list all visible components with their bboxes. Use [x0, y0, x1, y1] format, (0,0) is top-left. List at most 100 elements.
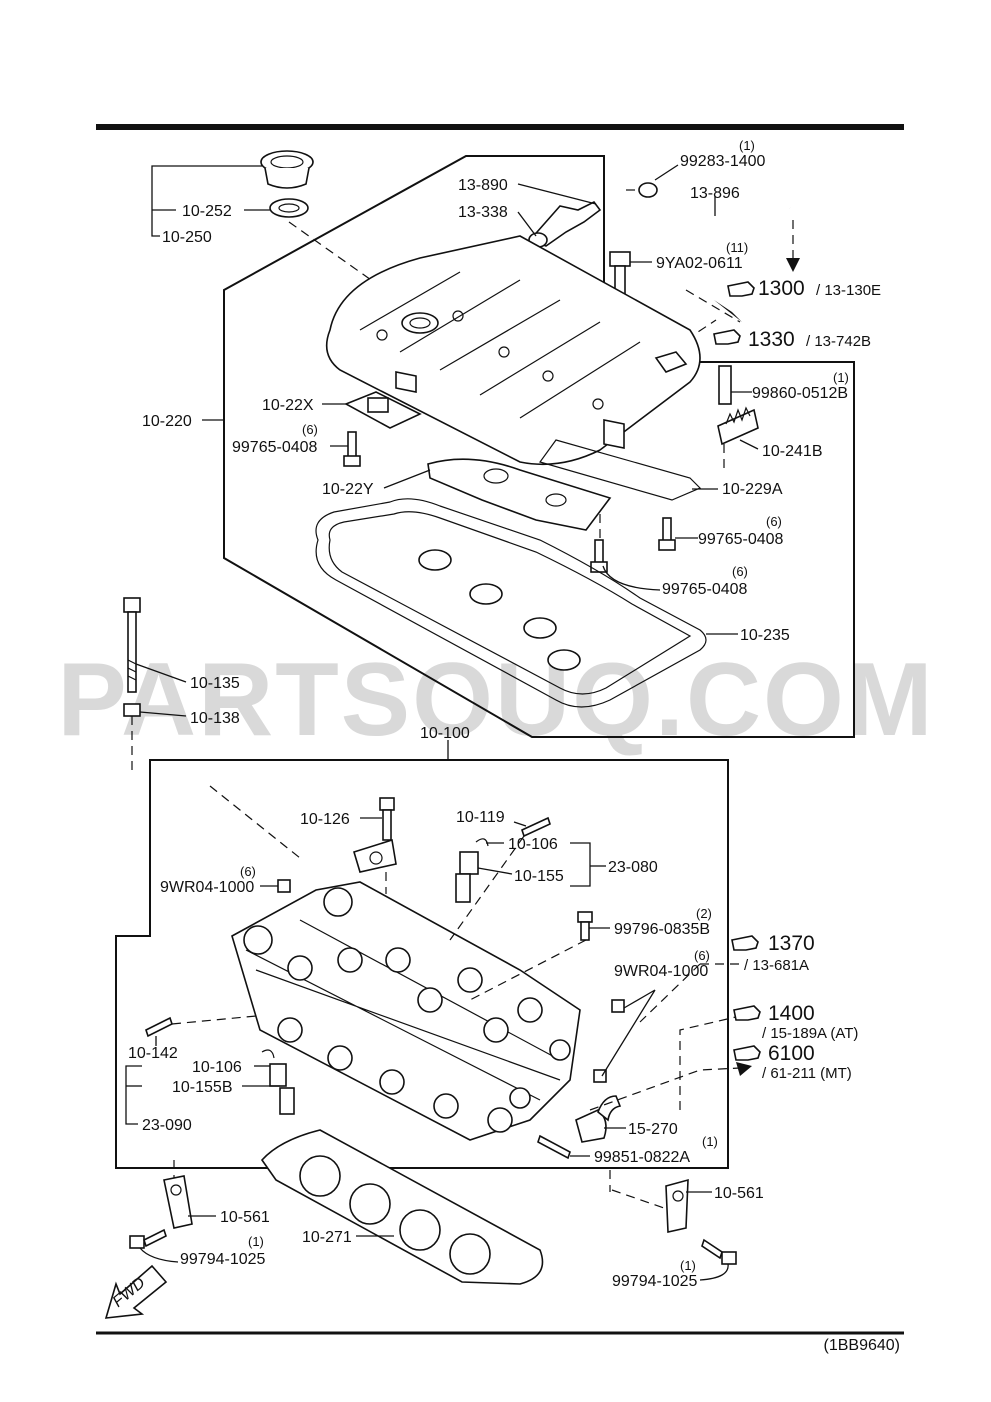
- camshaft-cap: [353, 838, 397, 873]
- hand-pointer-icon: [727, 281, 755, 297]
- hanger-bolt-b: [701, 1238, 737, 1265]
- cover-screw-c: [590, 539, 608, 573]
- svg-text:(1): (1): [833, 370, 849, 385]
- watermark: PARTSOUQ.COM: [57, 642, 934, 758]
- svg-text:(6): (6): [240, 864, 256, 879]
- reference-6100[interactable]: 6100 / 61-211 (MT): [733, 1042, 852, 1082]
- breather-hose: [638, 182, 791, 232]
- head-bolt-washer: [123, 703, 141, 717]
- label-99851-0822A: (1) 99851-0822A: [594, 1134, 718, 1166]
- svg-text:99765-0408: 99765-0408: [698, 531, 784, 548]
- cover-group-outline: [223, 155, 855, 738]
- bolt-99796: [577, 911, 593, 941]
- label-10-155: 10-155: [514, 868, 564, 885]
- reference-1400[interactable]: 1400 / 15-189A (AT): [733, 1002, 858, 1042]
- label-10-235: 10-235: [740, 627, 790, 644]
- label-10-561-a: 10-561: [220, 1209, 270, 1226]
- label-99283-1400: (1) 99283-1400: [680, 138, 766, 170]
- label-10-119: 10-119: [456, 809, 505, 826]
- label-10-250: 10-250: [162, 229, 212, 246]
- label-10-241B: 10-241B: [762, 443, 823, 460]
- label-99794-1025-b: (1) 99794-1025: [612, 1258, 698, 1290]
- stud-99851: [537, 1134, 571, 1160]
- svg-text:(6): (6): [302, 422, 318, 437]
- svg-text:/ 13-742B: / 13-742B: [806, 333, 871, 350]
- label-13-338: 13-338: [458, 204, 508, 221]
- valve-lifter-b: [261, 1049, 295, 1115]
- label-10-138: 10-138: [190, 710, 240, 727]
- svg-text:1370: 1370: [768, 932, 815, 955]
- svg-text:/ 15-189A (AT): / 15-189A (AT): [762, 1025, 858, 1042]
- reference-1370[interactable]: 1370 / 13-681A: [731, 932, 815, 974]
- label-10-271: 10-271: [302, 1229, 352, 1246]
- svg-text:/ 13-130E: / 13-130E: [816, 282, 881, 299]
- svg-text:9YA02-0611: 9YA02-0611: [656, 255, 743, 272]
- label-10-22X: 10-22X: [262, 397, 314, 414]
- svg-text:6100: 6100: [768, 1042, 815, 1065]
- camshaft-cap-bolt: [379, 797, 395, 841]
- water-outlet-fitting: [575, 1095, 622, 1143]
- engine-hanger-a: [163, 1175, 193, 1229]
- cylinder-head-bolt: [123, 597, 141, 693]
- svg-text:99765-0408: 99765-0408: [232, 439, 318, 456]
- cylinder-head-cover: [325, 235, 701, 466]
- label-10-220: 10-220: [142, 413, 192, 430]
- pcv-valve: [528, 200, 602, 248]
- label-13-896: 13-896: [690, 185, 740, 202]
- label-15-270: 15-270: [628, 1121, 678, 1138]
- baffle-plate-y: [427, 458, 612, 531]
- svg-text:1330: 1330: [748, 328, 795, 351]
- diagram-code: (1BB9640): [824, 1337, 901, 1354]
- label-23-080: 23-080: [608, 859, 658, 876]
- plug-9wr04-a: [277, 879, 291, 893]
- cover-screw-a: [343, 431, 361, 467]
- label-99794-1025-a: (1) 99794-1025: [180, 1234, 266, 1268]
- svg-text:(6): (6): [766, 514, 782, 529]
- reference-1300[interactable]: 1300 / 13-130E: [727, 277, 881, 300]
- svg-text:1400: 1400: [768, 1002, 815, 1025]
- spark-plug-hole-gasket: [539, 439, 702, 501]
- svg-text:(2): (2): [696, 906, 712, 921]
- cylinder-head-gasket: [260, 1129, 544, 1285]
- svg-text:(6): (6): [732, 564, 748, 579]
- label-10-142: 10-142: [128, 1045, 178, 1062]
- svg-text:99794-1025: 99794-1025: [180, 1251, 266, 1268]
- svg-text:(1): (1): [248, 1234, 264, 1249]
- label-99860-0512B: (1) 99860-0512B: [752, 370, 849, 402]
- label-10-155B: 10-155B: [172, 1079, 233, 1096]
- label-99796-0835B: (2) 99796-0835B: [614, 906, 712, 938]
- hand-pointer-icon: [733, 1045, 761, 1061]
- svg-text:/ 61-211 (MT): / 61-211 (MT): [762, 1065, 852, 1082]
- head-cover-gasket: [315, 498, 707, 708]
- plug-9wr04-b: [593, 999, 625, 1083]
- stud-bolt-119: [521, 816, 551, 838]
- svg-text:99860-0512B: 99860-0512B: [752, 385, 848, 402]
- hand-pointer-icon: [713, 329, 741, 345]
- harness-bracket: [717, 365, 759, 446]
- label-13-890: 13-890: [458, 177, 508, 194]
- svg-text:(1): (1): [739, 138, 755, 153]
- fwd-arrow: FWD: [104, 1264, 168, 1319]
- baffle-plate-x: [344, 391, 422, 429]
- reference-1330[interactable]: 1330 / 13-742B: [713, 328, 871, 351]
- svg-text:(11): (11): [726, 240, 748, 255]
- cylinder-head: [231, 881, 581, 1141]
- svg-text:(1): (1): [680, 1258, 696, 1273]
- svg-text:99796-0835B: 99796-0835B: [614, 921, 710, 938]
- label-99765-0408-c: (6) 99765-0408: [662, 564, 748, 598]
- label-10-561-b: 10-561: [714, 1185, 764, 1202]
- engine-hanger-b: [665, 1178, 689, 1233]
- label-10-22Y: 10-22Y: [322, 481, 374, 498]
- svg-text:(1): (1): [702, 1134, 718, 1149]
- label-10-252: 10-252: [182, 203, 232, 220]
- hand-pointer-icon: [731, 935, 759, 951]
- label-10-229A: 10-229A: [722, 481, 783, 498]
- svg-text:99851-0822A: 99851-0822A: [594, 1149, 690, 1166]
- hand-pointer-icon: [733, 1005, 761, 1021]
- svg-text:99794-1025: 99794-1025: [612, 1273, 698, 1290]
- label-10-135: 10-135: [190, 675, 240, 692]
- label-10-106-a: 10-106: [508, 836, 558, 853]
- svg-text:(6): (6): [694, 948, 710, 963]
- label-9WR04-1000-a: (6) 9WR04-1000: [160, 864, 256, 896]
- oil-filler-cap: [260, 150, 314, 218]
